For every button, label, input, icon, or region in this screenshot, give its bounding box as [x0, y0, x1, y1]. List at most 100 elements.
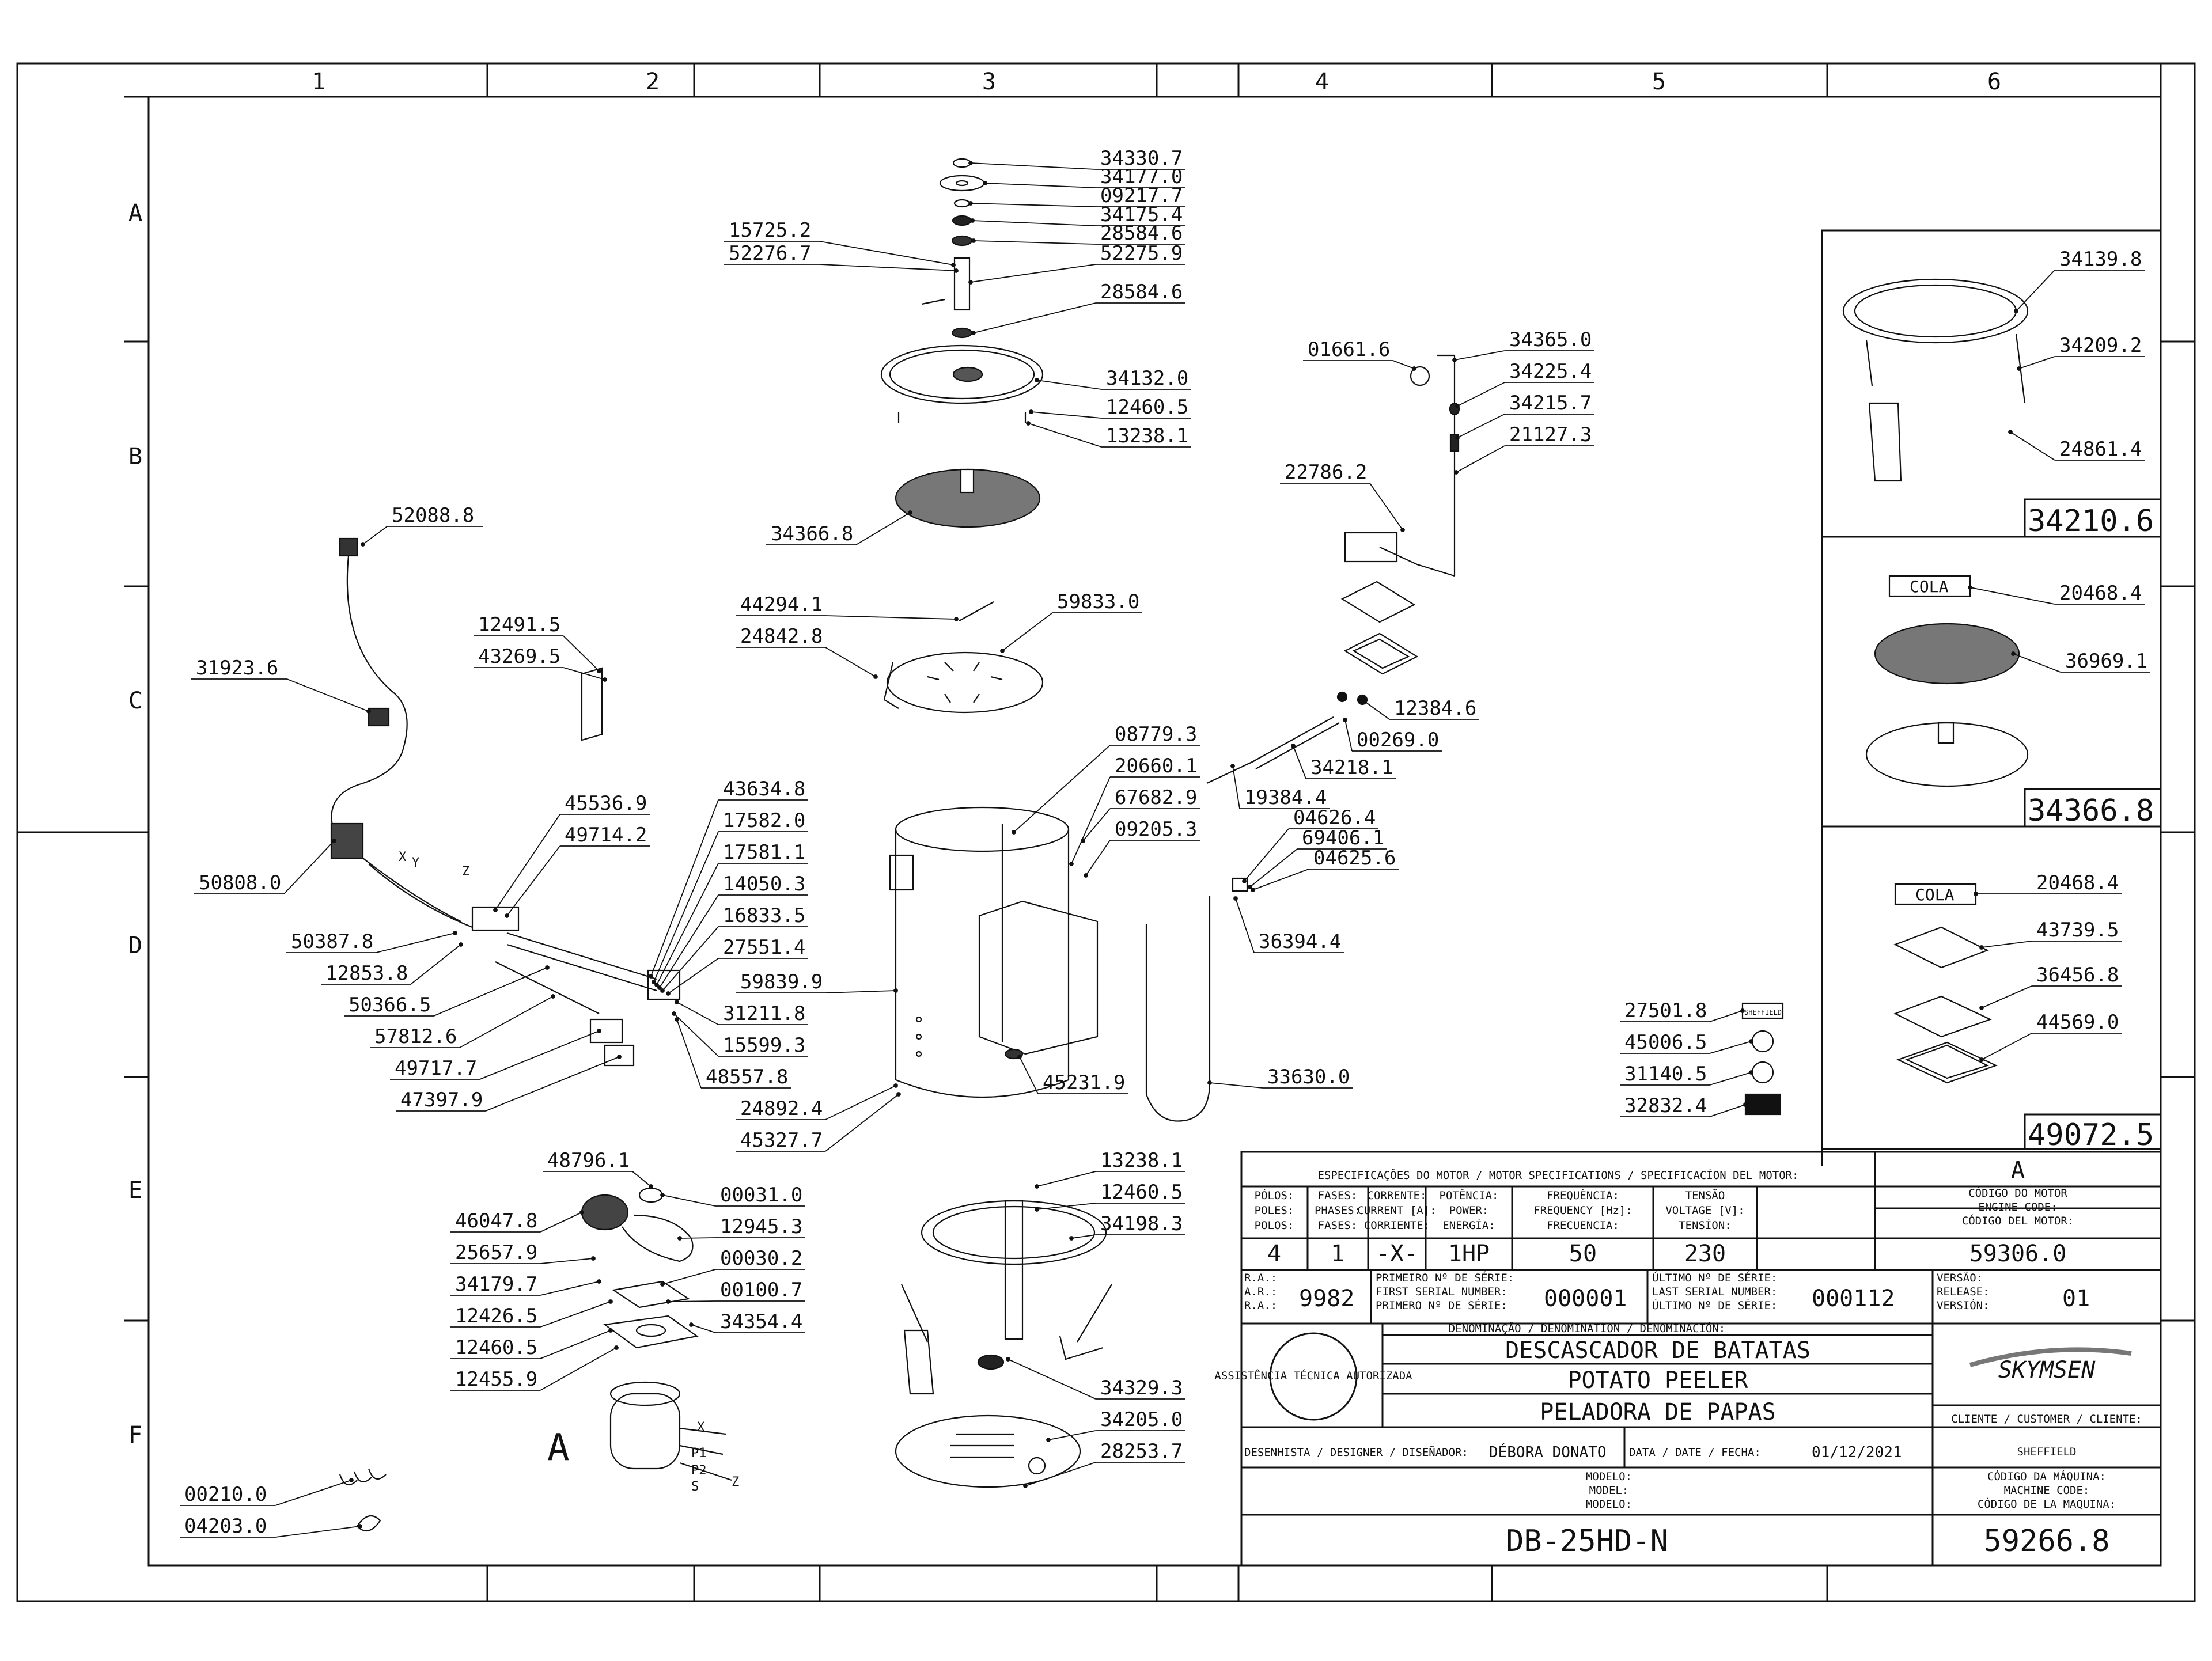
callout-leader-line [673, 1013, 719, 1057]
callout-leader-dot [1035, 1184, 1039, 1189]
callout-leader-line [1981, 1033, 2032, 1060]
callout-leader-dot [597, 669, 601, 673]
spec-header-line: TENSÃO [1685, 1189, 1725, 1202]
inset-tray-code: 49072.5 [2028, 1118, 2154, 1152]
part-callout: 31211.8 [723, 1002, 805, 1025]
callout-leader-dot [453, 931, 457, 935]
callout-leader-line [1249, 848, 1298, 888]
engine-code-label: ENGINE CODE: [1978, 1201, 2057, 1213]
callout-leader-line [662, 1269, 716, 1285]
spec-header-line: VOLTAGE [V]: [1665, 1204, 1744, 1217]
callout-leader-dot [660, 988, 665, 993]
callout-leader-dot [1069, 1236, 1074, 1241]
product-name: POTATO PEELER [1567, 1367, 1748, 1394]
callout-leader-dot [1400, 528, 1405, 532]
motor-wire-p1-label: P1 [691, 1446, 707, 1461]
grid-column-label: 3 [982, 69, 996, 95]
part-callout: 50808.0 [199, 871, 281, 894]
grid-column-label: 1 [312, 69, 325, 95]
part-callout: 00269.0 [1357, 729, 1439, 752]
part-callout: 28584.6 [1100, 280, 1183, 304]
callout-leader-line [659, 894, 719, 988]
callout-leader-line [972, 220, 1096, 226]
callout-leader-line [970, 203, 1096, 207]
part-callout: 04203.0 [184, 1515, 267, 1538]
callout-leader-line [676, 1002, 719, 1025]
model-value: DB-25HD-N [1506, 1524, 1668, 1558]
callout-leader-line [1981, 941, 2032, 948]
motor-wire-p2-label: P2 [691, 1463, 707, 1478]
callout-leader-dot [617, 1055, 622, 1059]
brand-logo: SKYMSEN [1998, 1357, 2096, 1383]
spec-value: 1HP [1448, 1241, 1490, 1267]
callout-leader-dot [332, 839, 336, 843]
denomination-header: DENOMINAÇÃO / DENOMINATION / DENOMINACIÓ… [1449, 1321, 1725, 1335]
model-label: MODELO: [1586, 1498, 1632, 1511]
callout-leader-line [540, 1212, 582, 1233]
machine-code-value: 59266.8 [1983, 1524, 2109, 1558]
callout-leader-dot [608, 1328, 613, 1333]
callout-leader-line [2018, 356, 2055, 369]
callout-leader-dot [597, 1279, 601, 1284]
callout-leader-dot [1412, 366, 1416, 371]
inset-panels [1821, 229, 2162, 1166]
part-callout: 12460.5 [455, 1336, 537, 1359]
product-name: DESCASCADOR DE BATATAS [1505, 1337, 1810, 1364]
callout-leader-line [825, 615, 957, 620]
wire-z-label: Z [462, 864, 469, 879]
inset-cola-label-1: COLA [1910, 577, 1949, 596]
callout-leader-dot [1046, 1438, 1051, 1442]
authorized-service-seal: ASSISTÊNCIA TÉCNICA AUTORIZADA [1214, 1369, 1412, 1382]
callout-leader-line [662, 926, 719, 991]
callout-leader-dot [1029, 409, 1033, 414]
part-callout: 59833.0 [1057, 590, 1139, 613]
callout-leader-dot [970, 218, 975, 223]
callout-leader-line [1071, 776, 1111, 864]
part-callout: 34225.4 [1509, 360, 1592, 383]
grid-row-label: B [128, 443, 142, 470]
callout-leader-line [459, 996, 554, 1048]
part-callout: 34175.4 [1100, 203, 1183, 226]
part-callout: 31140.5 [1624, 1063, 1707, 1086]
part-callout: 45006.5 [1624, 1031, 1707, 1054]
client-value: SHEFFIELD [2017, 1446, 2077, 1458]
callout-leader-dot [2011, 651, 2016, 656]
callout-leader-dot [660, 1282, 665, 1287]
callout-leader-line [650, 799, 719, 977]
callout-leader-dot [1360, 697, 1365, 702]
callout-leader-dot [358, 1524, 362, 1529]
spec-header-line: POLES: [1255, 1204, 1294, 1217]
ra-label: A.R.: [1244, 1285, 1277, 1298]
callout-leader-line [1969, 587, 2055, 605]
callout-leader-dot [603, 677, 607, 682]
callout-leader-line [1235, 898, 1255, 953]
callout-leader-dot [545, 965, 550, 970]
part-callout: 28253.7 [1100, 1440, 1183, 1463]
cylinder-body-drawing [889, 806, 1099, 1098]
part-callout: 34179.7 [455, 1273, 537, 1296]
part-callout: 47397.9 [400, 1089, 483, 1112]
part-callout: 48796.1 [547, 1149, 630, 1172]
part-callout: 12491.5 [478, 613, 560, 636]
callout-leader-dot [1979, 1057, 1984, 1062]
part-callout: 27501.8 [1624, 999, 1707, 1022]
callout-leader-line [410, 944, 461, 985]
inset-frame-drawing [1842, 278, 2029, 482]
spec-header-line: CURRENT [A]: [1357, 1204, 1436, 1217]
callout-leader-dot [614, 1345, 619, 1350]
callout-leader-dot [654, 983, 659, 987]
part-callout: 27551.4 [723, 936, 805, 959]
callout-leader-dot [551, 994, 555, 999]
callout-leader-dot [1749, 1039, 1753, 1044]
part-callout: 36394.4 [1259, 930, 1341, 953]
lid-arm-drawing [1206, 354, 1460, 784]
last-serial-label: ÚLTIMO Nº DE SÉRIE: [1652, 1298, 1777, 1312]
part-callout: 15725.2 [729, 219, 811, 242]
callout-leader-line [676, 1019, 702, 1089]
callout-leader-line [825, 1094, 899, 1152]
part-callout: 17581.1 [723, 841, 805, 864]
engine-code-label: CÓDIGO DO MOTOR [1968, 1186, 2067, 1200]
callout-leader-line [1456, 445, 1505, 473]
grid-row-label: D [128, 932, 142, 959]
callout-leader-line [1981, 985, 2032, 1008]
